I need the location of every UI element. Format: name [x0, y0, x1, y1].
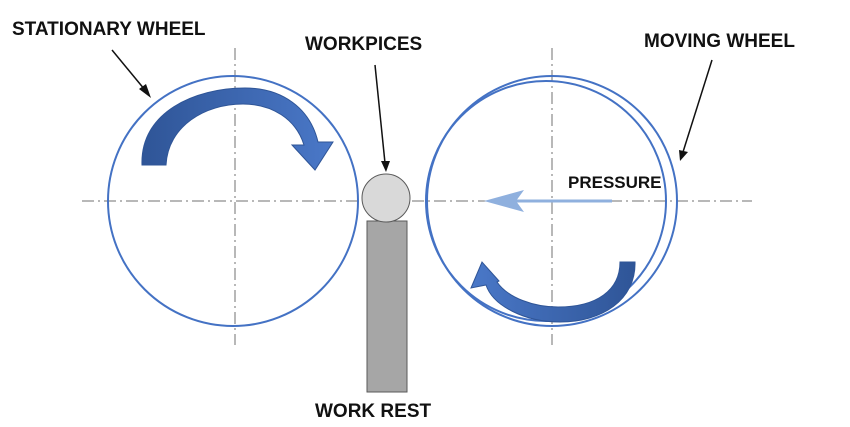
workpieces-label: WORKPICES	[305, 34, 422, 55]
moving-wheel-leader-arrow	[679, 59, 713, 161]
moving-wheel-rotation-arrow	[470, 261, 636, 323]
stationary-wheel	[107, 75, 359, 327]
stationary-wheel-rotation-arrow	[141, 87, 334, 171]
workpiece	[361, 173, 411, 223]
workpiece-leader-arrow	[374, 64, 390, 172]
stationary-wheel-label: STATIONARY WHEEL	[12, 19, 206, 40]
moving-wheel-label: MOVING WHEEL	[644, 31, 795, 52]
leader-arrows	[111, 49, 713, 172]
work-rest	[366, 220, 408, 393]
centerlines	[82, 48, 752, 345]
pressure-arrow	[484, 190, 612, 212]
work-rest-label: WORK REST	[315, 401, 432, 422]
pressure-label: PRESSURE	[568, 173, 662, 192]
stationary-wheel-leader-arrow	[111, 49, 151, 98]
